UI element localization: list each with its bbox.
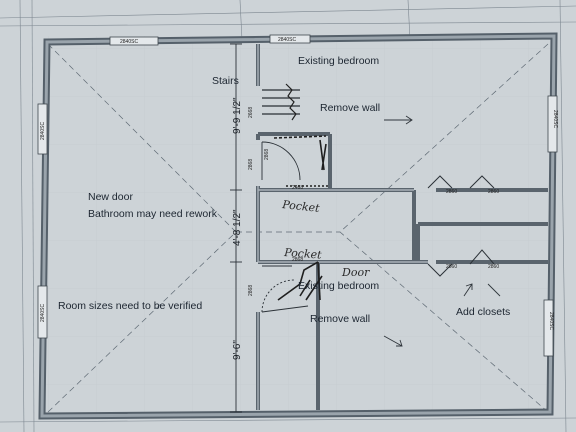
door-tag-closet-1b: 2860: [488, 189, 499, 195]
stairs: [262, 83, 300, 121]
window-tag-left-upper: 2840SC: [40, 122, 46, 140]
window-left-upper: [37, 103, 48, 155]
handwritten-pocket-upper: Pocket: [281, 198, 321, 215]
door-tag-pocket-upper: 2468: [292, 185, 303, 191]
handwritten-pocket-lower: Pocket: [283, 246, 323, 262]
window-tag-right-lower: 2840SC: [548, 312, 554, 330]
window-tags: 2840SC 2840SC 2840SC 2840SC 2840SC 2840S…: [40, 37, 558, 330]
room-labels: Stairs Existing bedroom Remove wall New …: [58, 55, 510, 325]
window-top-right: [269, 34, 311, 44]
pen-markup: [273, 135, 330, 301]
dimension-top: 9'-9 1/2": [232, 97, 243, 134]
window-tag-right-upper: 2840SC: [552, 110, 558, 128]
door-tags: 2668 2868 2868 2468 2868 2868 2860 2860 …: [248, 107, 499, 296]
label-stairs: Stairs: [212, 75, 239, 87]
handwritten-notes: Pocket Pocket Door: [281, 198, 370, 279]
window-tag-top-left: 2840SC: [120, 39, 138, 45]
label-add-closets: Add closets: [456, 306, 510, 318]
label-remove-wall-bottom: Remove wall: [310, 313, 370, 325]
door-tag-lower: 2868: [248, 285, 254, 296]
note-arrows: [383, 115, 501, 347]
closet-doors: [427, 175, 495, 277]
handwritten-door: Door: [341, 266, 370, 279]
dimension-bottom: 9'-6": [232, 340, 243, 360]
window-right-upper: [547, 95, 558, 153]
label-existing-bedroom-top: Existing bedroom: [298, 55, 379, 67]
window-tag-left-lower: 2840SC: [40, 304, 46, 322]
windows: [37, 34, 558, 357]
window-left-lower: [37, 285, 48, 339]
door-tag-upper: 2868: [248, 159, 254, 170]
door-tag-pocket-lower: 2868: [292, 257, 303, 263]
window-tag-top-right: 2840SC: [278, 37, 296, 43]
dimension-middle: 4'-8 1/2": [232, 209, 243, 246]
dimension-lines: [230, 43, 242, 413]
label-new-door: New door: [88, 191, 133, 203]
window-top-left: [109, 36, 159, 46]
label-remove-wall-top: Remove wall: [320, 102, 380, 114]
label-bathroom-note: Bathroom may need rework: [88, 208, 218, 220]
door-tag-mid: 2868: [264, 149, 270, 160]
door-tag-stairs: 2668: [248, 107, 254, 118]
label-existing-bedroom-bottom: Existing bedroom: [298, 280, 379, 292]
label-room-sizes-note: Room sizes need to be verified: [58, 300, 202, 312]
door-tag-closet-2b: 2860: [488, 264, 499, 270]
door-swings: [261, 141, 309, 313]
door-tag-closet-2a: 2860: [446, 264, 457, 270]
door-tag-closet-1a: 2860: [446, 189, 457, 195]
roof-hip-lines: [47, 43, 549, 413]
dimension-labels: 9'-9 1/2" 4'-8 1/2" 9'-6": [232, 97, 243, 360]
window-right-lower: [543, 299, 554, 357]
